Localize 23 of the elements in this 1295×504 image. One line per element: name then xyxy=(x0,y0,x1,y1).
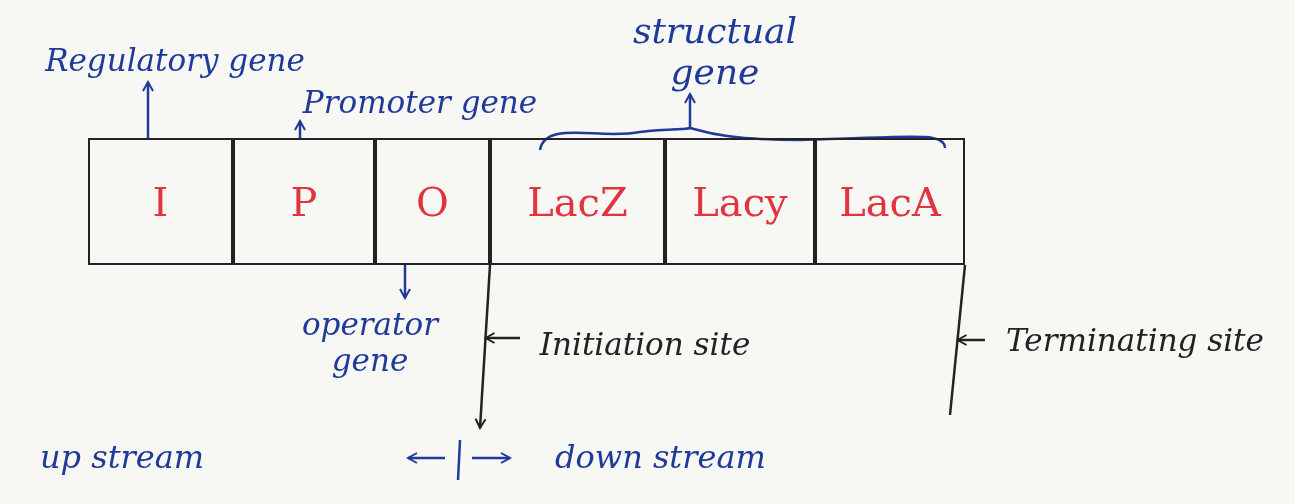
direction-label: down stream xyxy=(555,438,766,476)
gene-label: structual gene xyxy=(631,9,799,93)
gene-label: operator gene xyxy=(300,307,441,379)
arrow xyxy=(399,265,411,299)
gene-box: P xyxy=(233,138,375,265)
gene-label: Regulatory gene xyxy=(45,43,305,79)
site-label: Initiation site xyxy=(539,327,751,363)
curly-brace xyxy=(538,126,947,151)
gene-box: LacZ xyxy=(490,138,665,265)
site-label: Terminating site xyxy=(1006,323,1264,359)
arrow xyxy=(684,93,696,128)
arrow xyxy=(956,334,985,346)
gene-box: O xyxy=(375,138,490,265)
site-line xyxy=(474,264,492,429)
arrow xyxy=(142,81,154,138)
gene-box: Lacy xyxy=(665,138,815,265)
direction-label: up stream xyxy=(40,438,205,476)
gene-box: LacA xyxy=(815,138,965,265)
site-line xyxy=(948,264,967,416)
arrow xyxy=(294,120,306,138)
arrow xyxy=(484,332,520,344)
gene-label: Promoter gene xyxy=(302,84,538,121)
gene-box: I xyxy=(88,138,233,265)
